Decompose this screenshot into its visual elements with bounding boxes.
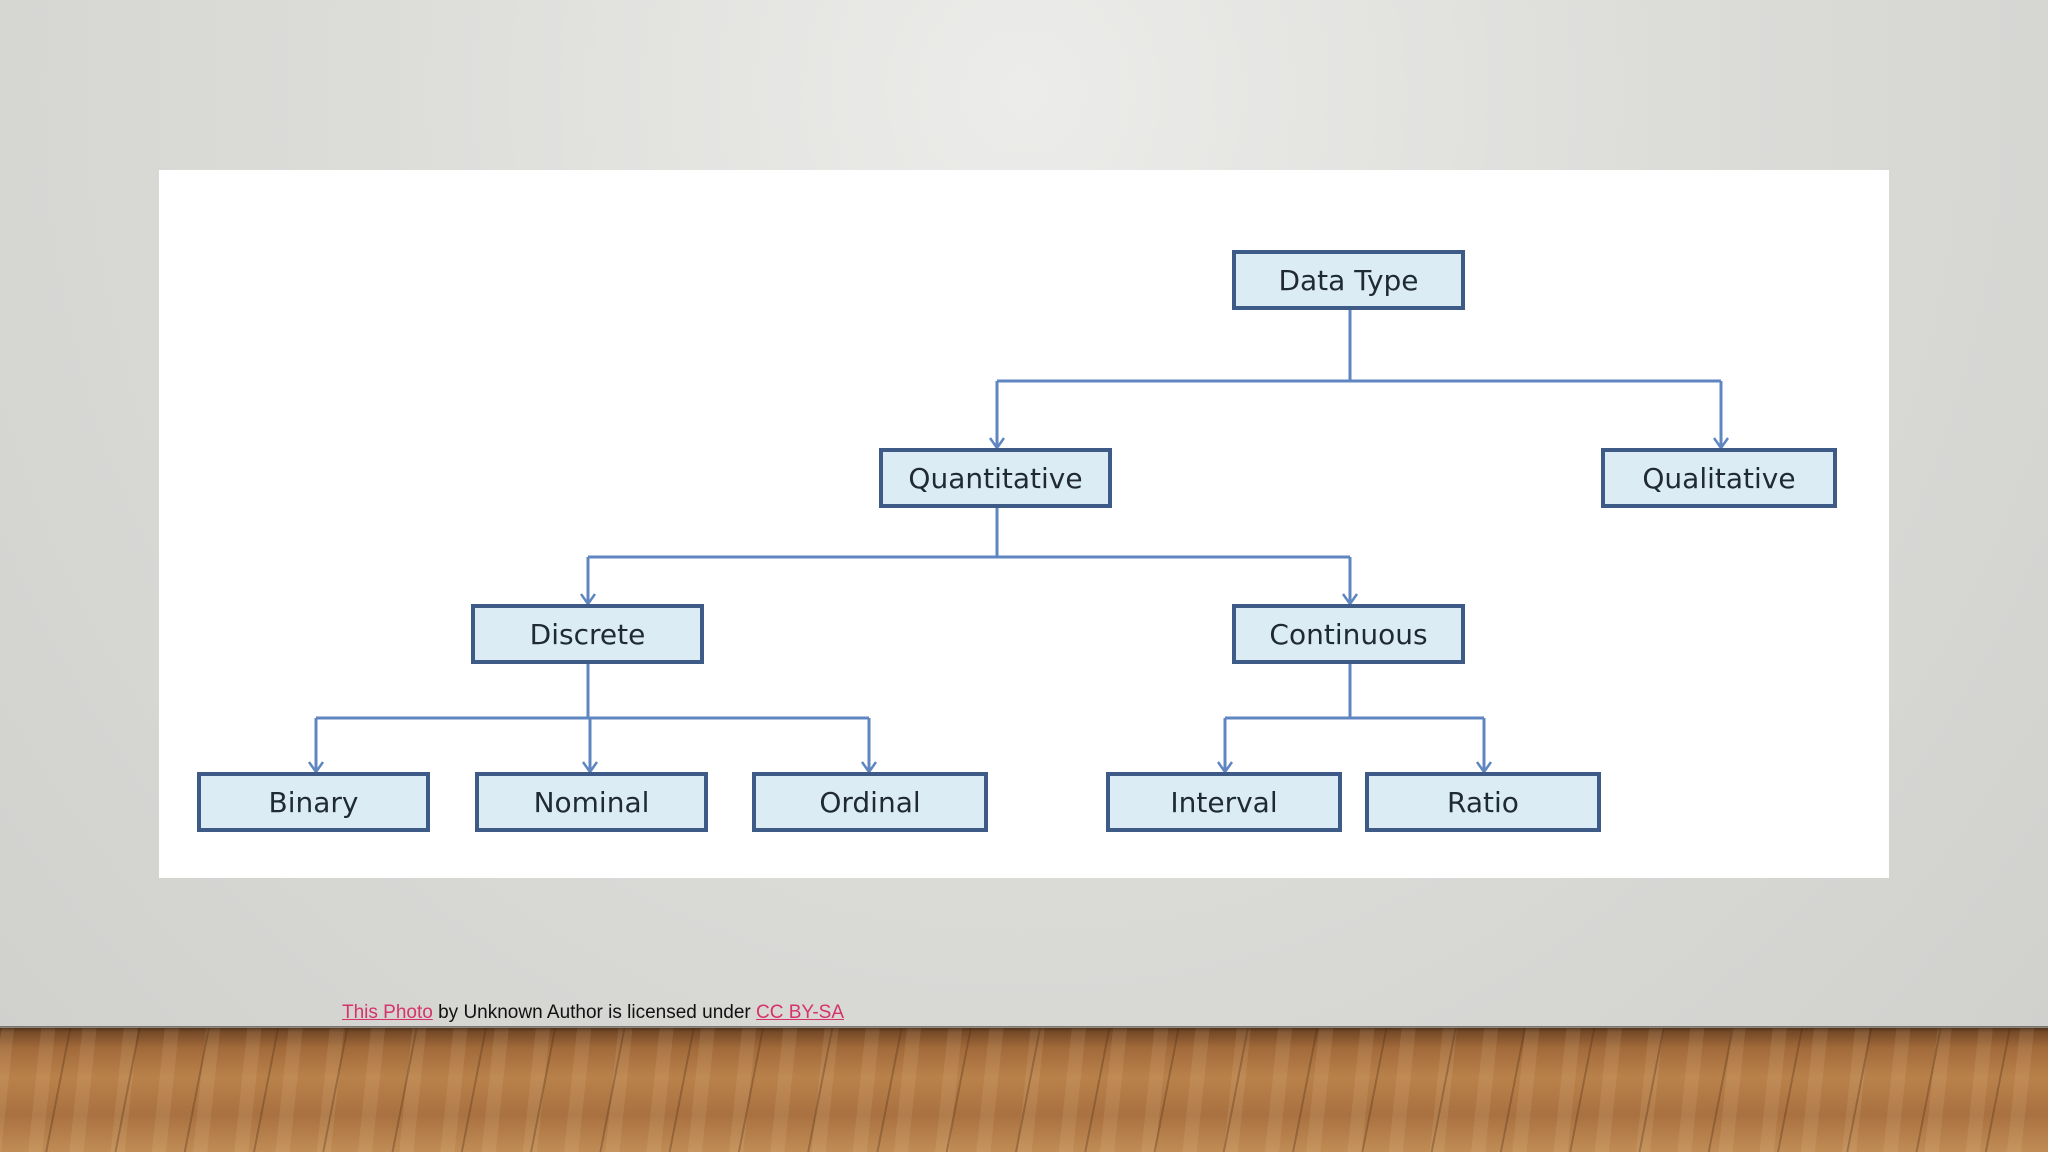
node-data-type: Data Type: [1232, 250, 1465, 310]
node-label: Nominal: [533, 785, 650, 819]
node-continuous: Continuous: [1232, 604, 1465, 664]
node-label: Ordinal: [819, 785, 921, 819]
photo-attribution: This Photo by Unknown Author is licensed…: [342, 1002, 844, 1028]
photo-link[interactable]: This Photo: [342, 1002, 433, 1023]
node-label: Qualitative: [1642, 461, 1796, 495]
node-nominal: Nominal: [475, 772, 708, 832]
node-ordinal: Ordinal: [752, 772, 988, 832]
node-quantitative: Quantitative: [879, 448, 1112, 508]
diagram-panel: Data Type Quantitative Qualitative Discr…: [159, 170, 1889, 878]
floor-edge-shadow: [0, 1026, 2048, 1032]
node-label: Discrete: [529, 617, 646, 651]
license-link[interactable]: CC BY-SA: [756, 1002, 845, 1023]
attribution-text: by Unknown Author is licensed under: [432, 1002, 757, 1023]
node-binary: Binary: [197, 772, 430, 832]
node-interval: Interval: [1106, 772, 1342, 832]
node-discrete: Discrete: [471, 604, 704, 664]
node-qualitative: Qualitative: [1601, 448, 1837, 508]
node-label: Quantitative: [908, 461, 1083, 495]
node-label: Ratio: [1447, 785, 1519, 819]
node-ratio: Ratio: [1365, 772, 1601, 832]
node-label: Continuous: [1269, 617, 1428, 651]
node-label: Binary: [268, 785, 359, 819]
node-label: Data Type: [1278, 263, 1419, 297]
node-label: Interval: [1170, 785, 1278, 819]
connector-lines: [307, 309, 1730, 775]
wood-floor: [0, 1028, 2048, 1152]
